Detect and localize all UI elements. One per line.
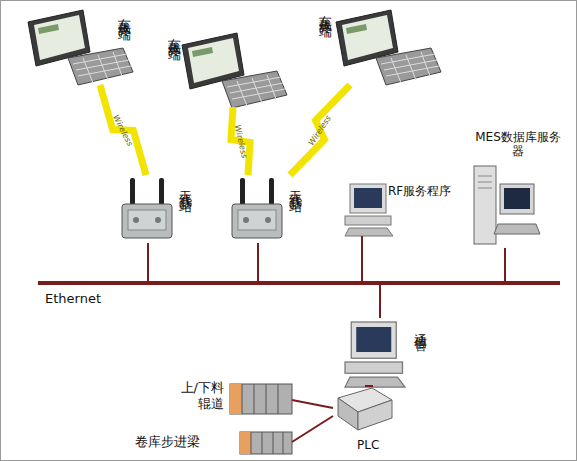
rack-node: 卷库步进梁 (130, 430, 292, 456)
network-wire (365, 385, 373, 387)
computer-node: 通信管 (343, 318, 438, 386)
link-label: Wireless (307, 113, 333, 146)
link-label: Wireless (232, 124, 248, 159)
base-station-node: 无线基站 (228, 175, 310, 243)
network-wire (292, 416, 333, 442)
node-label: 无线基站 (288, 180, 304, 192)
plc-node: PLC (333, 386, 405, 456)
server-node: RF服务程序 (343, 182, 465, 236)
wireless-link (100, 85, 146, 175)
node-label: Ethernet (45, 291, 101, 307)
node-label: 上/下料辊道 (170, 380, 224, 411)
network-wire (292, 400, 333, 408)
link-label: Wireless (111, 113, 134, 147)
server-node: MES数据库服务器 (470, 128, 565, 248)
wireless-link (231, 107, 250, 175)
wireless-link (290, 85, 350, 175)
terminal-node: 车载终端 (25, 3, 137, 85)
node-label: 车载终端 (167, 28, 183, 40)
rack-node: 上/下料辊道 (160, 380, 292, 416)
network-wire (147, 243, 149, 281)
ethernet-bus: Ethernet (38, 281, 560, 309)
node-label: PLC (357, 438, 379, 452)
node-label: 通信管 (413, 323, 429, 332)
network-wire (361, 236, 363, 281)
node-label: 车载终端 (117, 8, 133, 20)
base-station-node: 无线基站 (118, 175, 200, 243)
node-label: RF服务程序 (388, 184, 468, 198)
node-label: 无线基站 (178, 180, 194, 192)
terminal-node: 车载终端 (165, 25, 285, 107)
terminal-node: 车载终端 (318, 3, 440, 85)
node-label: MES数据库服务器 (473, 130, 563, 159)
node-label: 车载终端 (318, 5, 334, 17)
network-wire (379, 281, 381, 318)
network-wire (257, 243, 259, 281)
node-label: 卷库步进梁 (135, 434, 200, 450)
network-wire (504, 248, 506, 281)
